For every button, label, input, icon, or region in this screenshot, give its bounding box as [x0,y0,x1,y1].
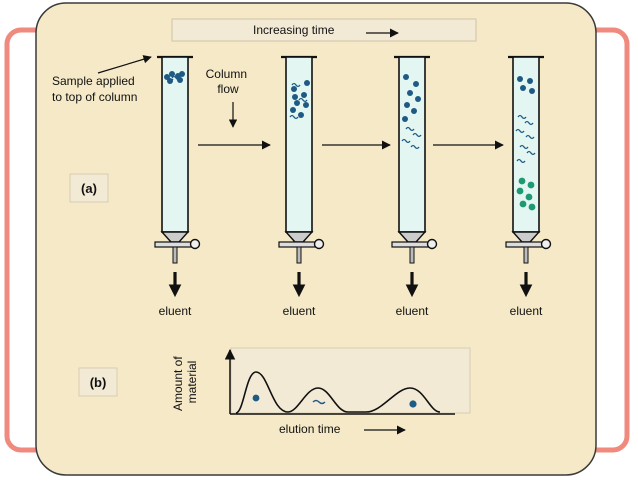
column-tube [398,56,426,233]
graph-ylabel-line1: Amount of [171,356,185,411]
chain-molecule [405,126,415,132]
blue-molecule [527,78,533,84]
chain-molecule [291,82,301,88]
chain-molecule [524,120,534,126]
chain-molecule [516,158,526,164]
blue-molecule [304,80,310,86]
blue-molecule [411,108,417,114]
blue-molecule [529,88,535,94]
column-2 [278,55,325,298]
chain-molecule [517,114,527,120]
blue-molecule [404,102,410,108]
time-header-label: Increasing time [253,23,335,37]
chain-molecule [519,144,529,150]
chain-molecule [526,150,536,156]
panel-a-label: (a) [81,181,97,196]
sample-label: Sample applied to top of column [52,74,138,104]
blue-molecule [167,78,173,84]
chain-molecule [298,97,308,103]
green-molecule [518,177,526,185]
peak-1-molecule [252,394,260,402]
chain-molecule [410,144,420,150]
sample-pointer-arrow [97,55,152,74]
stopcock-knob [540,238,552,250]
blue-molecule [520,85,526,91]
graph-ylabel-line2: material [185,361,199,404]
column-tip [523,246,529,264]
graph-background [230,347,471,414]
panel-b-box [78,367,118,397]
column-tip [296,246,302,264]
columns-layer [154,55,552,298]
peak-3-molecule [409,400,417,408]
sample-label-line2: to top of column [52,90,137,104]
chain-molecule [289,114,299,120]
blue-molecule [179,71,185,77]
column-3 [391,55,438,298]
blue-molecule [303,102,309,108]
blue-molecule [407,90,413,96]
blue-molecule [294,100,300,106]
green-molecule [527,181,535,189]
column-flow-label: Column flow [206,67,251,96]
peak-2-molecule [312,399,326,405]
eluent-label-3: eluent [396,304,429,318]
column-flow-line2: flow [217,82,239,96]
chain-molecule [525,134,535,140]
chain-molecule [164,76,174,82]
column-flow-line1: Column [206,67,247,81]
stopcock-bar [391,241,431,248]
chain-molecule [515,128,525,134]
panel-a-box [69,173,109,203]
green-molecule [528,203,536,211]
chain-molecule [401,138,411,144]
panel-b-label: (b) [90,375,107,390]
blue-molecule [402,116,408,122]
green-molecule [516,187,524,195]
sample-label-line1: Sample applied [52,74,135,88]
graph-ylabel: Amount of material [171,353,199,411]
blue-molecule [177,77,183,83]
stopcock-knob [189,238,201,250]
stopcock-bar [154,241,194,248]
eluent-label-2: eluent [283,304,316,318]
green-molecule [519,200,527,208]
blue-molecule [403,74,409,80]
blue-molecule [169,71,175,77]
column-1 [154,55,201,298]
blue-molecule [298,112,304,118]
blue-molecule [290,107,296,113]
blue-molecule [415,96,421,102]
chain-molecule [171,75,181,81]
stopcock-knob [313,238,325,250]
green-molecule [525,193,533,201]
blue-molecule [413,81,419,87]
graph-xlabel: elution time [279,422,341,436]
stopcock-bar [505,241,545,248]
column-4 [505,55,552,298]
stopcock-knob [426,238,438,250]
column-tube [161,56,189,233]
elution-curve [235,371,441,414]
chain-molecule [412,132,422,138]
blue-molecule [517,76,523,82]
eluent-label-1: eluent [159,304,192,318]
column-tip [172,246,178,264]
blue-molecule [291,86,297,92]
eluent-label-4: eluent [510,304,543,318]
blue-molecule [292,94,298,100]
time-header-box [171,18,477,42]
column-tip [409,246,415,264]
blue-molecule [301,92,307,98]
stopcock-bar [278,241,318,248]
